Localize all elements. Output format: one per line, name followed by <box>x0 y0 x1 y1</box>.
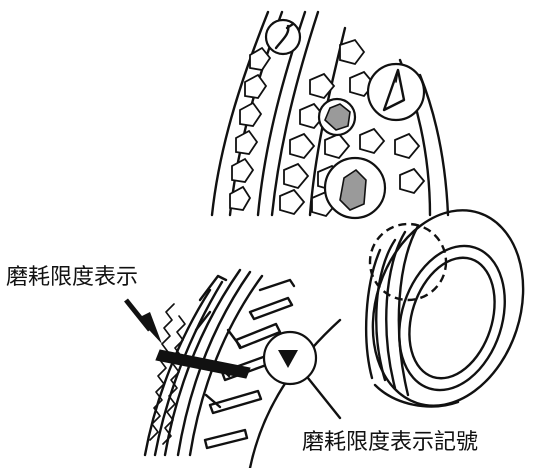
tread-wear-indicator-label: 磨耗限度表示 <box>4 265 141 290</box>
tire-overview <box>364 209 525 408</box>
tread-closeup-top <box>210 10 450 220</box>
tread-wear-indicator-mark-label: 磨耗限度表示記號 <box>300 430 481 455</box>
nail-icon <box>264 18 302 56</box>
pointer-arrow-icon <box>124 298 162 344</box>
gravel-icon <box>323 156 387 220</box>
glass-shard-icon <box>366 62 426 122</box>
wear-indicator-closeup <box>124 268 342 468</box>
triangle-mark-icon <box>278 350 298 368</box>
tread-blocks-left <box>229 46 272 211</box>
tread-blocks-center <box>279 38 426 218</box>
stone-icon <box>317 97 357 137</box>
